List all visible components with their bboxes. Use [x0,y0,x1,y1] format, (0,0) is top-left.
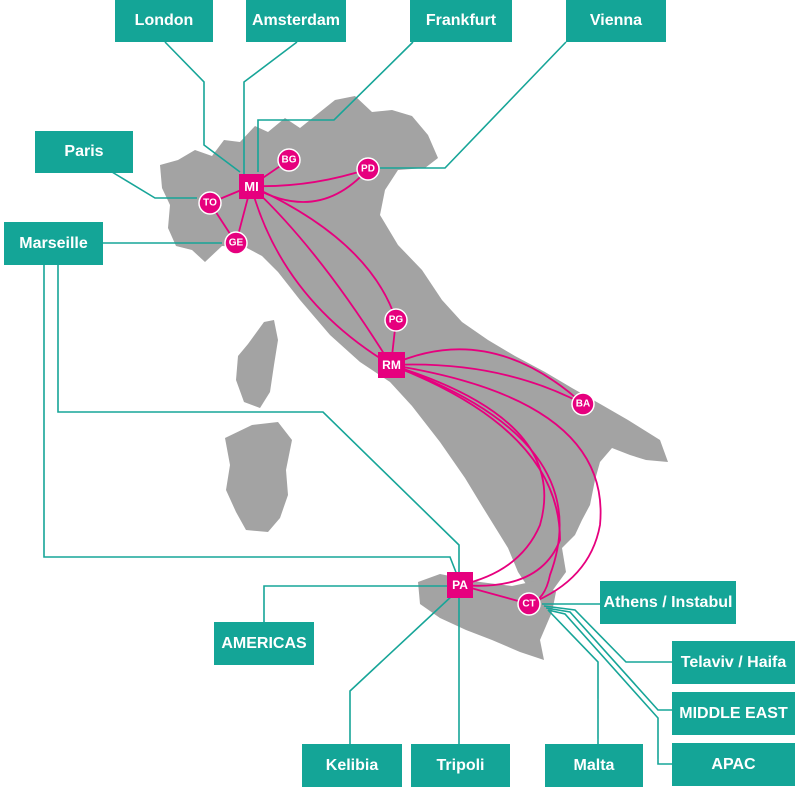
label-athens-instabul: Athens / Instabul [600,581,736,624]
label-vienna: Vienna [566,0,666,42]
node-bg-label: BG [282,155,297,166]
hub-mi-label: MI [244,179,258,194]
label-middle-east: MIDDLE EAST [672,692,795,735]
label-telaviv-haifa: Telaviv / Haifa [672,641,795,684]
node-pg: PG [384,308,408,332]
node-ge-label: GE [229,238,244,249]
label-paris: Paris [35,131,133,173]
label-kelibia: Kelibia [302,744,402,787]
italy-mainland [160,96,668,594]
connector-lines [43,41,672,765]
node-ct: CT [517,592,541,616]
corsica [236,320,278,408]
label-london: London [115,0,213,42]
node-pg-label: PG [389,315,404,326]
node-to: TO [198,191,222,215]
hub-rm: RM [378,352,405,378]
label-tripoli: Tripoli [411,744,510,787]
node-to-label: TO [203,198,217,209]
label-amsterdam: Amsterdam [246,0,346,42]
sardinia [225,422,292,532]
node-ba: BA [571,392,595,416]
node-pd: PD [356,157,380,181]
hub-pa-label: PA [452,578,468,592]
node-ge: GE [224,231,248,255]
node-bg: BG [277,148,301,172]
label-marseille: Marseille [4,222,103,265]
sicily [418,574,556,660]
label-americas: AMERICAS [214,622,314,665]
label-apac: APAC [672,743,795,786]
hub-mi: MI [239,174,264,199]
label-frankfurt: Frankfurt [410,0,512,42]
hub-rm-label: RM [382,358,401,372]
hub-pa: PA [447,572,473,598]
label-malta: Malta [545,744,643,787]
node-ct-label: CT [522,599,535,610]
node-ba-label: BA [576,399,590,410]
node-pd-label: PD [361,164,375,175]
